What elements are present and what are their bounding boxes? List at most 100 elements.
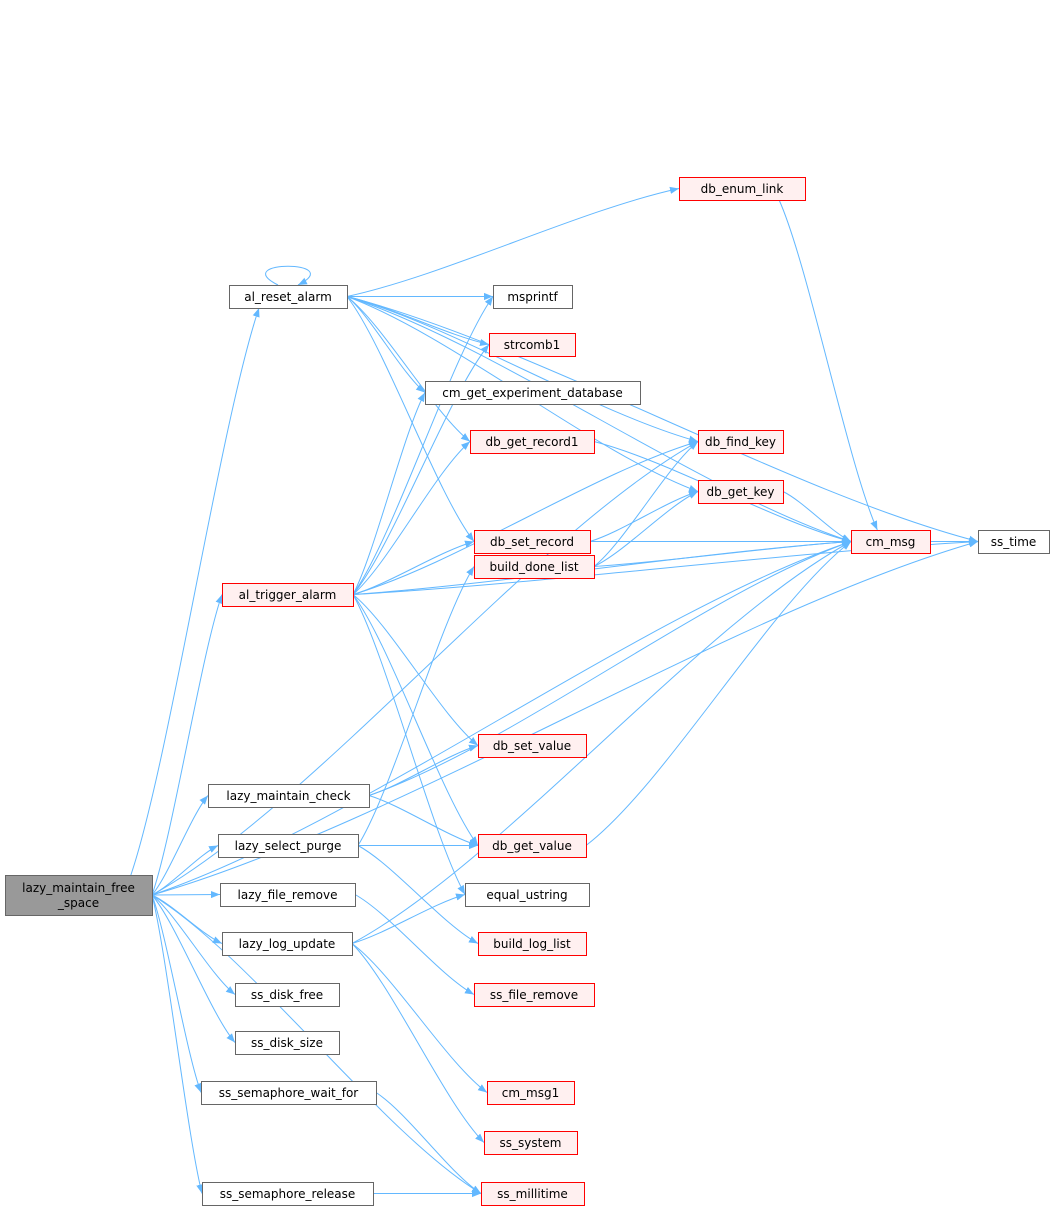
node-db-get-record1[interactable]: db_get_record1 bbox=[470, 430, 595, 454]
node-ss-disk-size[interactable]: ss_disk_size bbox=[235, 1031, 340, 1055]
node-box bbox=[489, 333, 576, 357]
edge-al_trigger_alarm-to-db_set_value bbox=[352, 594, 479, 746]
node-equal-ustring[interactable]: equal_ustring bbox=[465, 883, 590, 907]
node-db-set-record[interactable]: db_set_record bbox=[474, 530, 591, 554]
node-label: db_get_record1 bbox=[486, 435, 579, 449]
node-label: equal_ustring bbox=[486, 888, 567, 902]
edge-build_done_list-to-db_find_key bbox=[593, 441, 699, 567]
node-box bbox=[5, 875, 153, 916]
node-label: db_get_key bbox=[707, 485, 775, 499]
node-db-find-key[interactable]: db_find_key bbox=[698, 430, 784, 454]
node-box bbox=[474, 983, 595, 1007]
edge-al_reset_alarm-to-db_enum_link bbox=[346, 186, 680, 297]
edge-lazy_select_purge-to-build_done_list bbox=[357, 566, 475, 846]
edge-al_trigger_alarm-to-db_get_record1 bbox=[352, 441, 471, 595]
node-label: db_enum_link bbox=[701, 182, 784, 196]
node-db-set-value[interactable]: db_set_value bbox=[478, 734, 587, 758]
edge-build_done_list-to-cm_msg bbox=[593, 538, 852, 567]
node-db-get-key[interactable]: db_get_key bbox=[698, 480, 784, 504]
node-label: ss_disk_free bbox=[251, 988, 323, 1002]
node-label: db_set_record bbox=[490, 535, 574, 549]
node-cm-get-experiment-database[interactable]: cm_get_experiment_database bbox=[425, 381, 641, 405]
node-al-reset-alarm[interactable]: al_reset_alarm bbox=[229, 285, 348, 309]
node-label: lazy_maintain_check bbox=[226, 789, 350, 803]
node-cm-msg[interactable]: cm_msg bbox=[851, 530, 931, 554]
edge-lazy_maintain_check-to-cm_msg bbox=[368, 541, 852, 796]
node-label: cm_msg1 bbox=[502, 1086, 559, 1100]
node-db-get-value[interactable]: db_get_value bbox=[478, 834, 587, 858]
node-box bbox=[478, 932, 587, 956]
node-label: db_get_value bbox=[492, 839, 572, 853]
node-label: strcomb1 bbox=[504, 338, 561, 352]
edge-build_done_list-to-db_get_key bbox=[593, 491, 699, 567]
node-lazy-file-remove[interactable]: lazy_file_remove bbox=[220, 883, 356, 907]
edge-al_trigger_alarm-to-db_find_key bbox=[352, 440, 699, 595]
node-box bbox=[851, 530, 931, 554]
node-label: ss_time bbox=[991, 535, 1037, 549]
node-strcomb1[interactable]: strcomb1 bbox=[489, 333, 576, 357]
node-label: cm_msg bbox=[866, 535, 916, 549]
node-db-enum-link[interactable]: db_enum_link bbox=[679, 177, 806, 201]
node-label: msprintf bbox=[507, 290, 558, 304]
node-label: build_log_list bbox=[493, 937, 571, 951]
node-box bbox=[484, 1131, 578, 1155]
node-box bbox=[698, 480, 784, 504]
node-label: lazy_select_purge bbox=[235, 839, 342, 853]
node-box bbox=[978, 530, 1050, 554]
edge-lazy_log_update-to-ss_system bbox=[351, 943, 485, 1143]
node-box bbox=[222, 932, 353, 956]
node-label: cm_get_experiment_database bbox=[442, 386, 623, 400]
node-box bbox=[478, 834, 587, 858]
node-box bbox=[481, 1182, 585, 1206]
node-label: db_set_value bbox=[493, 739, 571, 753]
edge-db_get_value-to-cm_msg bbox=[585, 541, 852, 846]
node-box bbox=[465, 883, 590, 907]
node-label: ss_semaphore_release bbox=[220, 1187, 356, 1201]
node-build-done-list[interactable]: build_done_list bbox=[474, 555, 595, 579]
node-box bbox=[474, 555, 595, 579]
node-box bbox=[208, 784, 370, 808]
node-ss-time[interactable]: ss_time bbox=[978, 530, 1050, 554]
node-box bbox=[698, 430, 784, 454]
edge-al_reset_alarm-to-cm_get_experiment_database bbox=[346, 296, 426, 393]
edge-lazy_maintain_check-to-db_get_value bbox=[368, 795, 479, 847]
node-cm-msg1[interactable]: cm_msg1 bbox=[487, 1081, 575, 1105]
node-box bbox=[201, 1081, 377, 1105]
node-al-trigger-alarm[interactable]: al_trigger_alarm bbox=[222, 583, 354, 607]
edge-al_reset_alarm-to-db_find_key bbox=[346, 296, 699, 443]
node-lazy-maintain-check[interactable]: lazy_maintain_check bbox=[208, 784, 370, 808]
node-ss-system[interactable]: ss_system bbox=[484, 1131, 578, 1155]
edge-al_trigger_alarm-to-msprintf bbox=[352, 296, 494, 595]
node-build-log-list[interactable]: build_log_list bbox=[478, 932, 587, 956]
edge-lazy_file_remove-to-ss_file_remove bbox=[354, 894, 475, 995]
node-ss-file-remove[interactable]: ss_file_remove bbox=[474, 983, 595, 1007]
edge-lazy_log_update-to-equal_ustring bbox=[351, 893, 466, 944]
nodes-layer: lazy_maintain_free_space al_reset_alarmal… bbox=[5, 177, 1050, 1206]
node-ss-semaphore-wait-for[interactable]: ss_semaphore_wait_for bbox=[201, 1081, 377, 1105]
node-ss-millitime[interactable]: ss_millitime bbox=[481, 1182, 585, 1206]
node-lazy-log-update[interactable]: lazy_log_update bbox=[222, 932, 353, 956]
node-box bbox=[478, 734, 587, 758]
edge-db_enum_link-to-cm_msg bbox=[778, 199, 878, 531]
node-label: db_find_key bbox=[705, 435, 776, 449]
edge-lazy_select_purge-to-build_log_list bbox=[357, 845, 479, 944]
node-box bbox=[493, 285, 573, 309]
edge-root-to-al_trigger_alarm bbox=[151, 594, 223, 896]
edge-al_reset_alarm-to-db_set_record bbox=[346, 296, 475, 542]
node-label: ss_disk_size bbox=[251, 1036, 323, 1050]
edge-root-to-ss_disk_size bbox=[151, 894, 236, 1043]
edge-al_reset_alarm-to-db_get_record1 bbox=[346, 296, 471, 442]
edge-db_set_record-to-db_get_key bbox=[589, 490, 699, 542]
node-box bbox=[202, 1182, 374, 1206]
node-lazy-select-purge[interactable]: lazy_select_purge bbox=[218, 834, 359, 858]
node-box bbox=[235, 1031, 340, 1055]
edge-db_get_key-to-cm_msg bbox=[782, 491, 852, 542]
node-ss-disk-free[interactable]: ss_disk_free bbox=[235, 983, 340, 1007]
edge-root-to-ss_disk_free bbox=[151, 894, 236, 995]
edge-al_reset_alarm-to-cm_msg bbox=[346, 296, 852, 543]
node-ss-semaphore-release[interactable]: ss_semaphore_release bbox=[202, 1182, 374, 1206]
node-label: ss_millitime bbox=[497, 1187, 568, 1201]
node-msprintf[interactable]: msprintf bbox=[493, 285, 573, 309]
node-label: ss_file_remove bbox=[490, 988, 578, 1002]
node-root[interactable]: lazy_maintain_free_space bbox=[5, 875, 153, 916]
